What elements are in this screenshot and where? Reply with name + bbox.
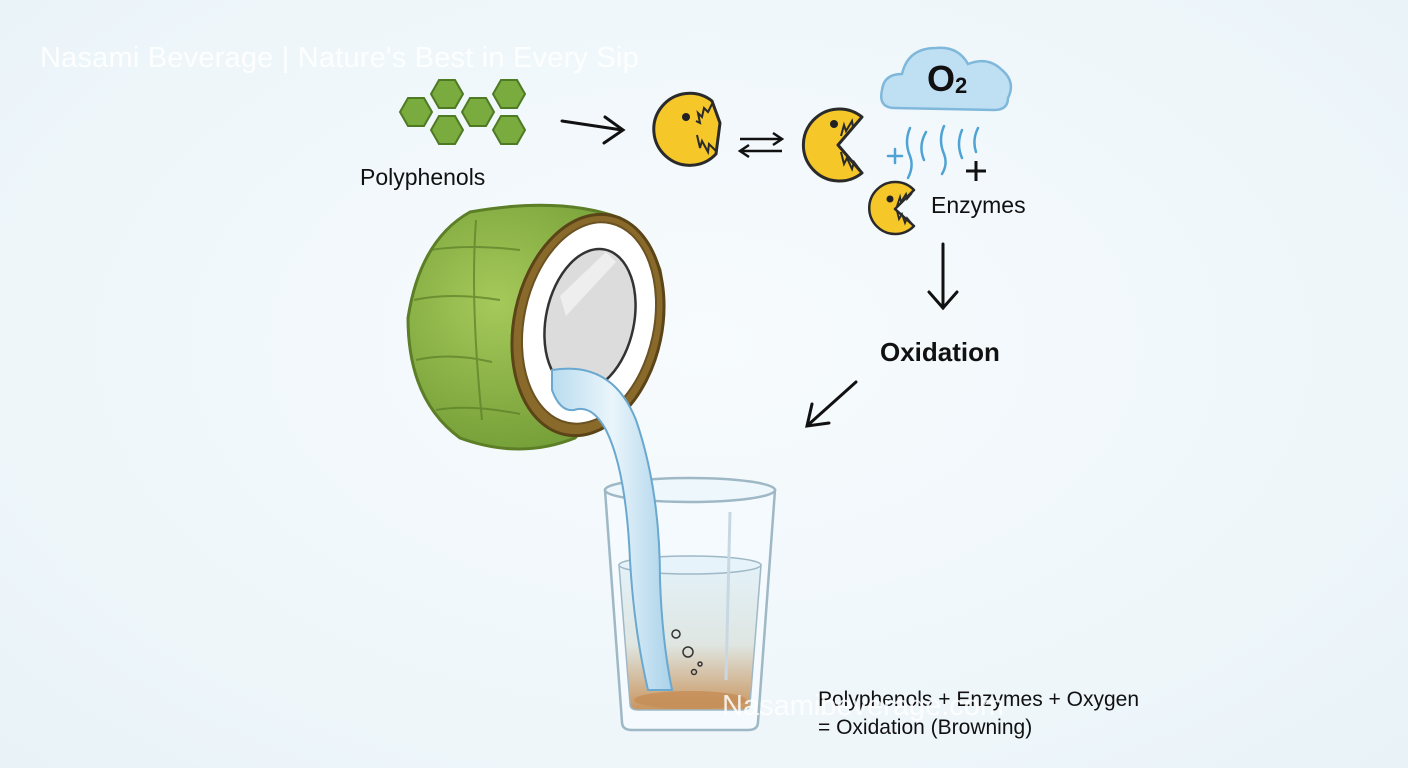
polyphenols-label: Polyphenols: [360, 164, 486, 190]
polyphenol-hexagon: [491, 79, 527, 109]
oxygen-wisp-icon: [886, 124, 980, 180]
equation-line-2: = Oxidation (Browning): [818, 716, 1033, 739]
oxygen-label: O2: [927, 58, 968, 99]
enzyme-pacman-icon: [801, 107, 864, 183]
polyphenol-hexagon: [398, 97, 434, 127]
plus-icon: [966, 161, 986, 181]
enzymes-label: Enzymes: [931, 192, 1026, 218]
oxidation-label: Oxidation: [880, 337, 1000, 367]
enzyme-pacman-icon: [652, 91, 722, 167]
equilibrium-arrows-icon: [737, 131, 785, 159]
equation-text: Polyphenols + Enzymes + Oxygen = Oxidati…: [818, 686, 1139, 742]
polyphenol-hexagon: [460, 97, 496, 127]
polyphenol-hexagon: [491, 115, 527, 145]
enzyme-pacman-icon: [867, 180, 916, 236]
polyphenol-hexagon-cluster: [398, 79, 527, 145]
equation-line-1: Polyphenols + Enzymes + Oxygen: [818, 688, 1140, 711]
watermark-top: Nasami Beverage | Nature's Best in Every…: [40, 42, 639, 74]
water-stream-illustration: [551, 367, 674, 691]
oxygen-cloud-icon: [880, 46, 1013, 112]
arrow-down-icon: [927, 242, 959, 311]
arrow-right-icon: [560, 115, 626, 145]
arrow-down-left-icon: [805, 380, 858, 428]
watermark-bottom: Nasamibeverage.com: [722, 690, 1005, 722]
polyphenol-hexagon: [429, 79, 465, 109]
polyphenol-hexagon: [429, 115, 465, 145]
coconut-illustration: [406, 203, 666, 451]
